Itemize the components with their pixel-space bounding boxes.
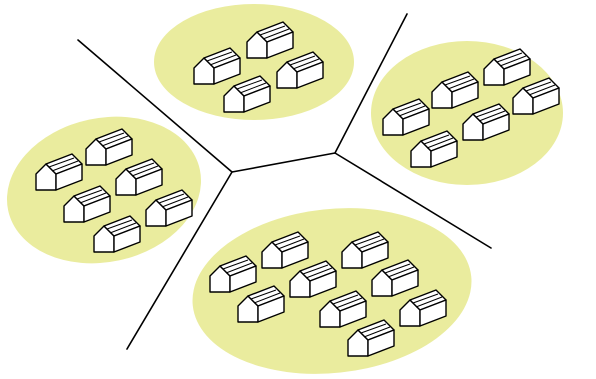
boundary-top-left xyxy=(77,39,233,173)
cluster-top xyxy=(154,4,354,120)
boundary-lines xyxy=(77,13,492,350)
boundary-bottom-left xyxy=(126,171,233,350)
cluster-right xyxy=(371,41,563,185)
boundary-center-segment xyxy=(231,152,336,173)
cluster-top-area xyxy=(154,4,354,120)
boundary-bottom-right xyxy=(334,152,492,249)
cluster-bottom-area xyxy=(192,208,472,374)
boundary-top-right xyxy=(334,13,408,154)
cluster-bottom xyxy=(192,208,472,374)
cluster-left xyxy=(6,116,202,264)
